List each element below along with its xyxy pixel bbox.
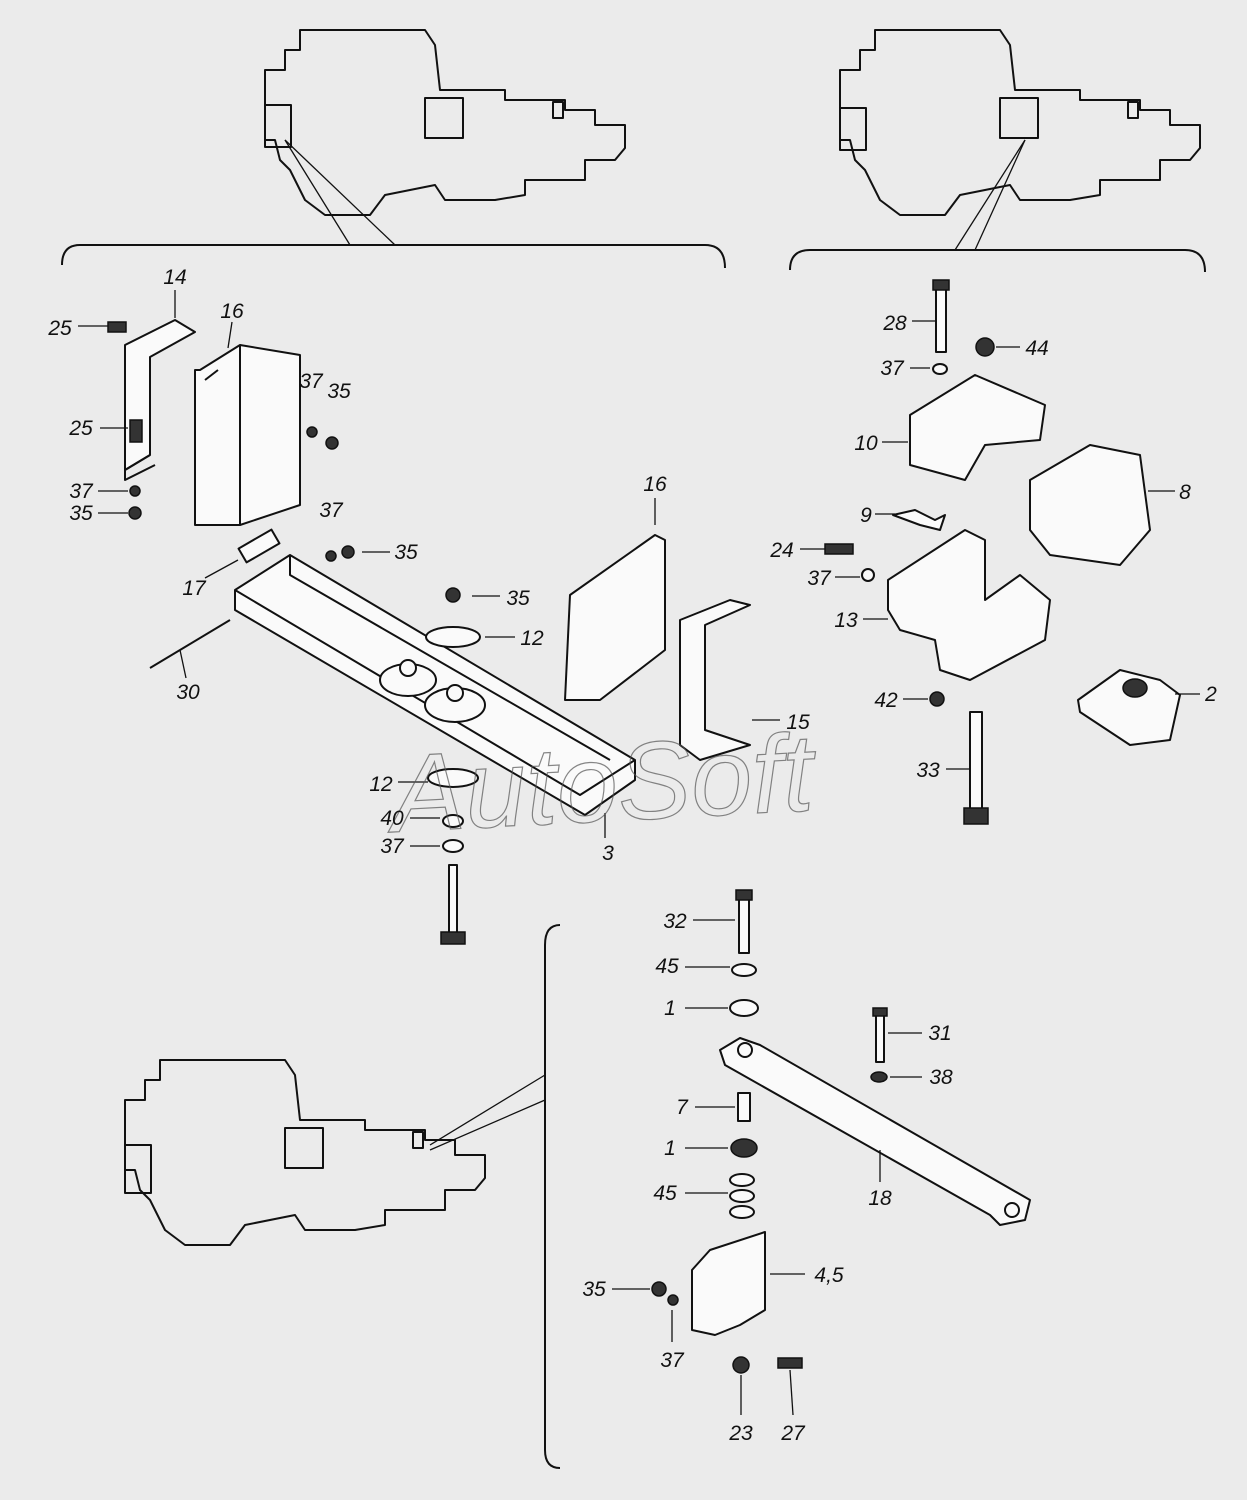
part-label: 18 xyxy=(868,1187,892,1210)
part-label: 9 xyxy=(860,504,872,527)
part-label: 35 xyxy=(327,380,351,403)
part-label: 37 xyxy=(660,1349,685,1372)
leader-lines xyxy=(78,290,1200,1416)
part-label: 27 xyxy=(780,1422,806,1445)
bottom-right-assembly xyxy=(651,889,1031,1374)
leader-line xyxy=(179,649,187,679)
part-label: 16 xyxy=(220,300,244,323)
part-label: 37 xyxy=(807,567,832,590)
transmission-overview-bottom xyxy=(124,924,561,1469)
part-label: 28 xyxy=(882,312,907,335)
part-label: 35 xyxy=(69,502,93,525)
part-label: 10 xyxy=(854,432,878,455)
part-label: 33 xyxy=(916,759,940,782)
part-label: 30 xyxy=(176,681,200,704)
part-label: 37 xyxy=(69,480,94,503)
part-label: 35 xyxy=(394,541,418,564)
part-label: 4,5 xyxy=(814,1264,844,1287)
part-label: 25 xyxy=(68,417,93,440)
right-assembly xyxy=(824,279,1181,825)
transmission-overview-left xyxy=(61,29,726,269)
part-label: 42 xyxy=(874,689,898,712)
leader-line xyxy=(204,559,239,579)
part-label: 17 xyxy=(182,577,207,600)
part-label: 37 xyxy=(380,835,405,858)
part-label: 12 xyxy=(369,773,393,796)
part-label: 32 xyxy=(663,910,687,933)
part-label: 31 xyxy=(928,1022,951,1045)
part-label: 1 xyxy=(664,997,676,1020)
part-label: 3 xyxy=(602,842,614,865)
part-label: 37 xyxy=(319,499,344,522)
part-label: 7 xyxy=(676,1096,689,1119)
part-label: 15 xyxy=(786,711,810,734)
leader-line xyxy=(227,321,233,349)
part-label: 8 xyxy=(1179,481,1191,504)
transmission-overview-right xyxy=(789,29,1206,273)
part-label: 25 xyxy=(47,317,72,340)
part-label: 35 xyxy=(506,587,530,610)
part-label: 35 xyxy=(582,1278,606,1301)
part-label: 37 xyxy=(880,357,905,380)
part-label: 37 xyxy=(299,370,324,393)
part-label: 13 xyxy=(834,609,858,632)
part-label: 45 xyxy=(655,955,679,978)
leader-line xyxy=(789,1369,794,1416)
part-label: 23 xyxy=(728,1422,753,1445)
part-label: 1 xyxy=(664,1137,676,1160)
part-label: 40 xyxy=(380,807,404,830)
part-label: 38 xyxy=(929,1066,953,1089)
part-label: 24 xyxy=(769,539,793,562)
part-label: 2 xyxy=(1204,683,1217,706)
watermark: AutoSoft xyxy=(382,711,820,856)
part-label: 12 xyxy=(520,627,544,650)
part-label: 16 xyxy=(643,473,667,496)
part-label: 14 xyxy=(163,266,186,289)
left-assembly xyxy=(107,319,751,945)
part-label: 44 xyxy=(1025,337,1048,360)
part-label: 45 xyxy=(653,1182,677,1205)
